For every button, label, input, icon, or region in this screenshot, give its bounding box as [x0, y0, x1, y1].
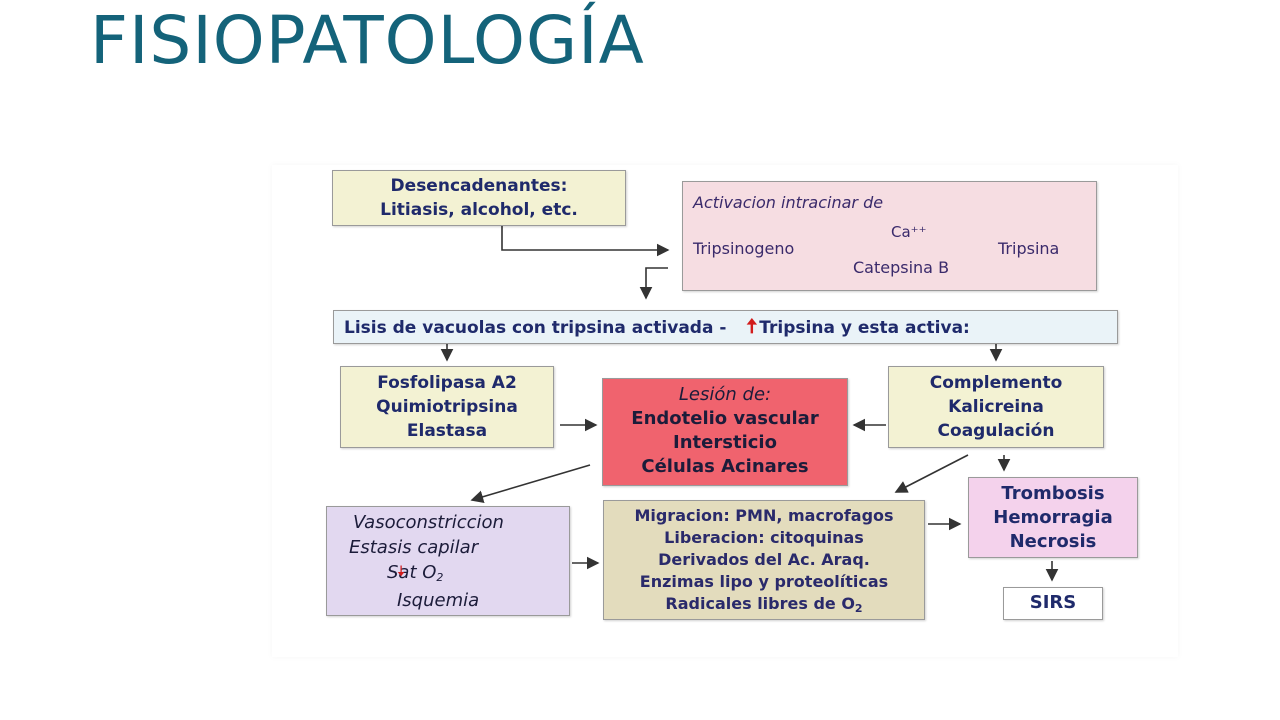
complement-item: Complemento — [929, 373, 1063, 393]
box-lysis: Lisis de vacuolas con tripsina activada … — [333, 310, 1118, 344]
mediator-item-last: Radicales libres de O2 — [604, 593, 924, 620]
box-complement: Complemento Kalicreina Coagulación — [888, 366, 1104, 448]
complement-item: Coagulación — [937, 421, 1055, 441]
mediator-item: Derivados del Ac. Araq. — [658, 550, 870, 569]
activation-heading: Activacion intracinar de — [693, 193, 884, 212]
box-activation: Activacion intracinar de Tripsinogeno Ca… — [682, 181, 1097, 291]
mediator-last-text: Radicales libres de O — [665, 594, 855, 613]
lesion-heading: Lesión de: — [678, 384, 772, 405]
vascular-line: Vasoconstriccion — [353, 512, 504, 533]
mediator-last-sub: 2 — [854, 602, 863, 615]
box-enzymes: Fosfolipasa A2 Quimiotripsina Elastasa — [340, 366, 554, 448]
mediator-item: Migracion: PMN, macrofagos — [634, 506, 894, 525]
triggers-causes: Litiasis, alcohol, etc. — [380, 200, 578, 220]
box-vascular: Vasoconstriccion Estasis capilar 🠇 Sat O… — [326, 506, 570, 616]
vascular-sat: 🠇 Sat O2 — [387, 561, 443, 590]
vascular-line: Isquemia — [397, 590, 480, 611]
outcome-item: Hemorragia — [993, 507, 1113, 528]
lesion-item: Células Acinares — [641, 456, 809, 477]
activation-under: Catepsina B — [853, 258, 950, 277]
down-arrow-icon: 🠇 — [397, 562, 406, 580]
box-triggers: Desencadenantes: Litiasis, alcohol, etc. — [332, 170, 626, 226]
outcome-item: Necrosis — [1009, 531, 1097, 552]
sirs-label: SIRS — [1029, 592, 1077, 613]
activation-to: Tripsina — [998, 239, 1060, 258]
mediator-item: Enzimas lipo y proteolíticas — [639, 572, 889, 591]
box-outcomes: Trombosis Hemorragia Necrosis — [968, 477, 1138, 558]
box-lesion: Lesión de: Endotelio vascular Interstici… — [602, 378, 848, 486]
box-mediators: Migracion: PMN, macrofagos Liberacion: c… — [603, 500, 925, 620]
enzyme-item: Fosfolipasa A2 — [377, 373, 517, 393]
vascular-sat-sub: 2 — [436, 571, 444, 584]
outcome-item: Trombosis — [1001, 483, 1105, 504]
vascular-sat-text: Sat O — [387, 562, 437, 583]
up-arrow-icon: 🠅 — [746, 314, 758, 338]
triggers-heading: Desencadenantes: — [390, 176, 568, 196]
mediator-item: Liberacion: citoquinas — [664, 528, 864, 547]
activation-over: Ca⁺⁺ — [891, 223, 927, 241]
lesion-item: Endotelio vascular — [631, 408, 819, 429]
enzyme-item: Elastasa — [406, 421, 488, 441]
vascular-line: Estasis capilar — [349, 537, 479, 558]
box-sirs: SIRS — [1003, 587, 1103, 620]
lysis-right: Tripsina y esta activa: — [759, 318, 970, 338]
complement-item: Kalicreina — [948, 397, 1044, 417]
arrow-complement-mediators — [894, 454, 969, 493]
arrow-triggers-activation — [501, 226, 670, 257]
page-title: FISIOPATOLOGÍA — [90, 2, 645, 79]
lysis-left: Lisis de vacuolas con tripsina activada … — [344, 318, 727, 338]
lesion-item: Intersticio — [673, 432, 777, 453]
arrow-activation-lysis — [639, 267, 668, 300]
arrow-lesion-vascular — [470, 464, 591, 503]
enzyme-item: Quimiotripsina — [376, 397, 518, 417]
activation-from: Tripsinogeno — [693, 239, 795, 258]
